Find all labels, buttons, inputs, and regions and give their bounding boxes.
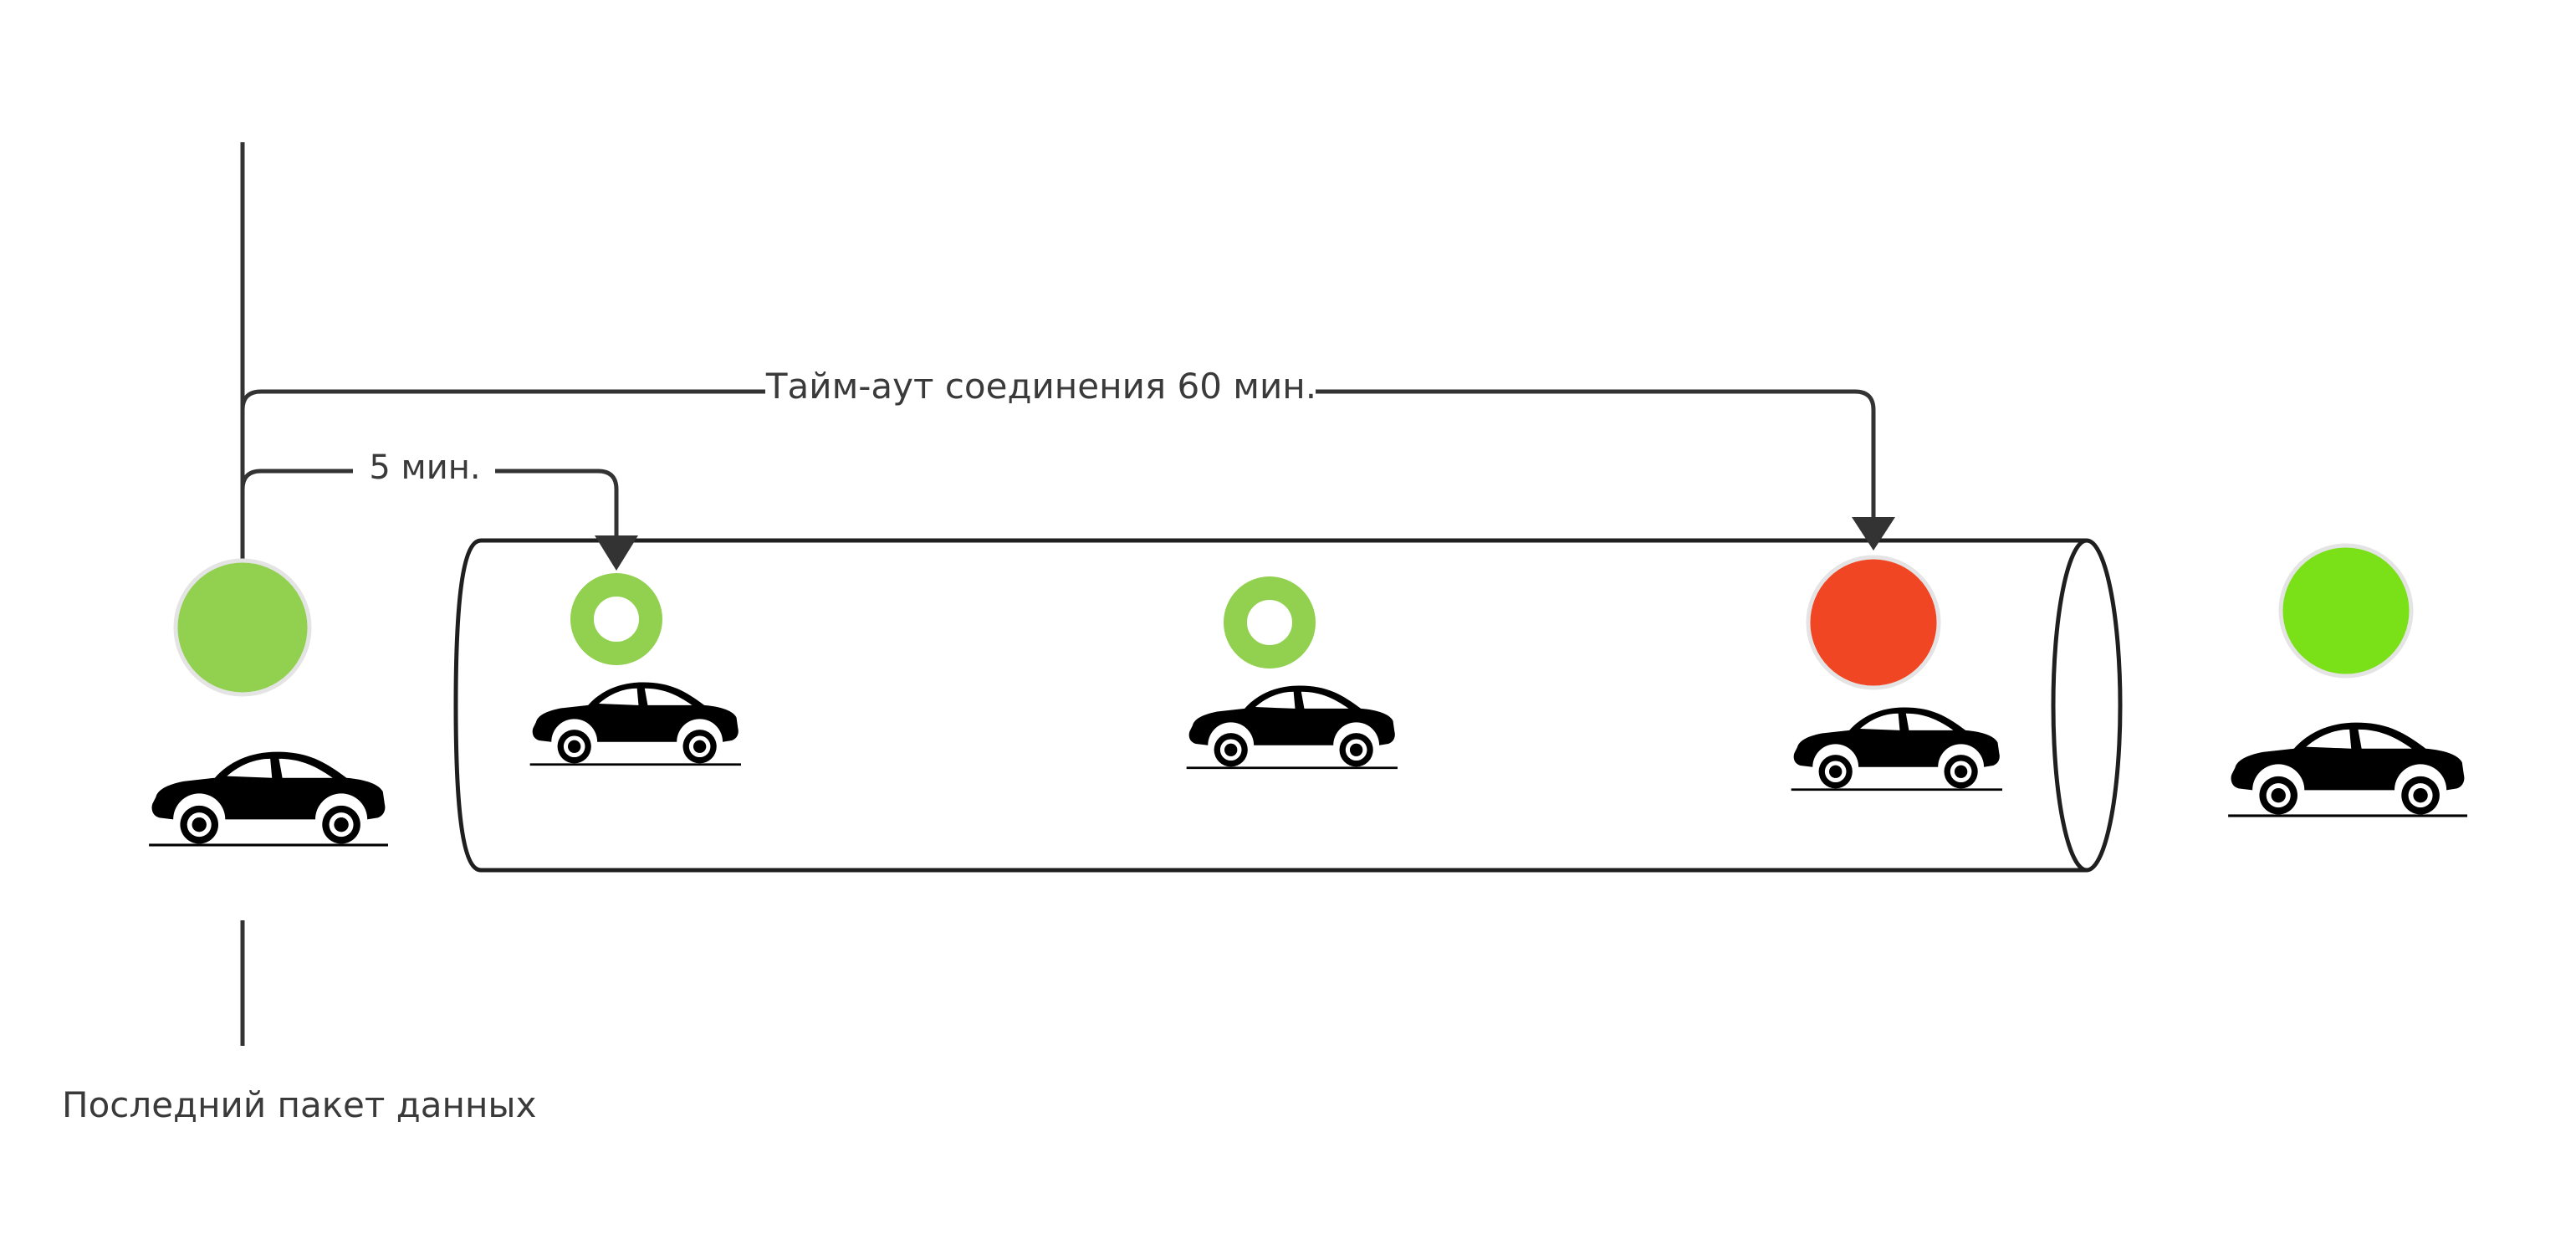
- car-icon: [2228, 722, 2467, 817]
- timeout-60min-connector: [240, 389, 1876, 519]
- interval-5min-connector: [240, 469, 619, 535]
- car-icon: [1186, 685, 1398, 770]
- indicator-middle: [1224, 576, 1316, 668]
- indicator-timeout: [1806, 555, 1941, 690]
- car-icon: [529, 682, 741, 766]
- arrow-down-icon: [1852, 517, 1895, 551]
- connection-tube: [453, 538, 2123, 873]
- indicator-5min: [570, 573, 662, 665]
- timeout-label: Тайм-аут соединения 60 мин.: [765, 366, 1316, 407]
- last-packet-label: Последний пакет данных: [62, 1084, 536, 1125]
- indicator-last-packet: [173, 558, 312, 697]
- indicator-new-connection: [2278, 543, 2414, 679]
- car-icon: [149, 751, 388, 847]
- arrow-down-icon: [595, 535, 638, 571]
- interval-label: 5 мин.: [369, 448, 480, 487]
- car-icon: [1791, 707, 2002, 791]
